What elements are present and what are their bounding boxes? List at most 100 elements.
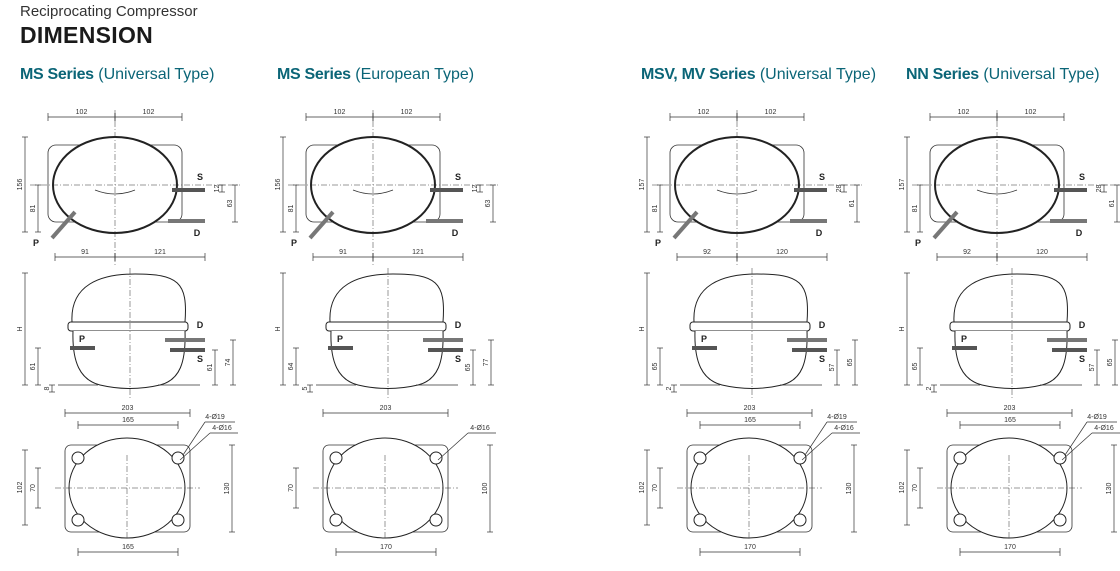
belt bbox=[689, 321, 811, 332]
mounting-hole bbox=[329, 513, 343, 527]
dimension-label: 61 bbox=[1109, 200, 1116, 208]
process-label: P bbox=[655, 238, 661, 248]
hole-callout: 4-Ø16 bbox=[834, 425, 854, 432]
hole-callout: 4-Ø19 bbox=[1087, 414, 1107, 421]
dimension-label: 157 bbox=[639, 179, 646, 191]
dimension-label: 70 bbox=[30, 484, 37, 492]
dimension-label: 91 bbox=[81, 249, 89, 256]
dimension-label: 203 bbox=[1004, 405, 1016, 412]
panel-title-nn: NN Series (Universal Type) bbox=[906, 66, 1100, 84]
leader-line bbox=[1064, 421, 1088, 456]
dimension-label: 61 bbox=[849, 200, 856, 208]
mounting-hole bbox=[171, 451, 185, 465]
dimension-label: 102 bbox=[76, 109, 88, 116]
discharge-label: D bbox=[194, 228, 201, 238]
dimension-label: 165 bbox=[744, 417, 756, 424]
dimension-label: H bbox=[639, 326, 646, 331]
process-pipe bbox=[50, 210, 77, 240]
mounting-hole bbox=[1053, 513, 1067, 527]
dimension-label: 61 bbox=[30, 363, 37, 371]
mounting-hole bbox=[793, 451, 807, 465]
dimension-label: 70 bbox=[288, 484, 295, 492]
process-pipe bbox=[932, 210, 959, 240]
process-label: P bbox=[915, 238, 921, 248]
mounting-hole bbox=[429, 451, 443, 465]
lower-body bbox=[694, 330, 808, 389]
dimension-label: 65 bbox=[465, 364, 472, 372]
dimension-label: 65 bbox=[847, 359, 854, 367]
dimension-label: 63 bbox=[485, 200, 492, 208]
series-name: MS Series bbox=[277, 66, 351, 83]
shell-detail bbox=[976, 189, 1018, 195]
shell-detail bbox=[352, 189, 394, 195]
suction-label: S bbox=[455, 354, 461, 364]
series-name: NN Series bbox=[906, 66, 979, 83]
series-type: (Universal Type) bbox=[755, 66, 877, 83]
dimension-label: 170 bbox=[380, 544, 392, 551]
mounting-hole bbox=[793, 513, 807, 527]
dimension-label: 130 bbox=[224, 483, 231, 495]
dimension-label: 74 bbox=[225, 359, 232, 367]
dome bbox=[329, 273, 444, 323]
dimension-label: 102 bbox=[698, 109, 710, 116]
dimension-label: 120 bbox=[1036, 249, 1048, 256]
process-label: P bbox=[337, 334, 343, 344]
dimension-label: 156 bbox=[17, 179, 24, 191]
discharge-label: D bbox=[816, 228, 823, 238]
dimension-label: 102 bbox=[1025, 109, 1037, 116]
panel-title-msv-mv: MSV, MV Series (Universal Type) bbox=[641, 66, 876, 84]
dimension-label: 170 bbox=[744, 544, 756, 551]
dimension-label: 130 bbox=[1106, 483, 1113, 495]
mounting-hole bbox=[329, 451, 343, 465]
leader-line bbox=[437, 432, 469, 461]
dimension-label: 165 bbox=[122, 417, 134, 424]
mounting-hole bbox=[693, 451, 707, 465]
dimension-label: 64 bbox=[288, 363, 295, 371]
mounting-hole bbox=[171, 513, 185, 527]
series-name: MSV, MV Series bbox=[641, 66, 756, 83]
dimension-label: 102 bbox=[958, 109, 970, 116]
dimension-label: 5 bbox=[302, 386, 309, 390]
dimension-label: 81 bbox=[652, 205, 659, 213]
series-type: (European Type) bbox=[350, 66, 475, 83]
dimension-label: 157 bbox=[899, 179, 906, 191]
belt bbox=[325, 321, 447, 332]
dimension-label: 12 bbox=[214, 185, 221, 193]
process-pipe bbox=[308, 210, 335, 240]
dimension-label: 130 bbox=[846, 483, 853, 495]
dimension-label: 8 bbox=[44, 386, 51, 390]
discharge-label: D bbox=[197, 320, 204, 330]
discharge-label: D bbox=[455, 320, 462, 330]
dome bbox=[71, 273, 186, 323]
lower-body bbox=[72, 330, 186, 389]
mounting-hole bbox=[1053, 451, 1067, 465]
leader-line bbox=[182, 421, 206, 456]
mounting-hole bbox=[71, 513, 85, 527]
process-label: P bbox=[701, 334, 707, 344]
series-type: (Universal Type) bbox=[93, 66, 215, 83]
dimension-label: H bbox=[899, 326, 906, 331]
dimension-label: 102 bbox=[17, 482, 24, 494]
dimension-label: 65 bbox=[1107, 359, 1114, 367]
dimension-label: 12 bbox=[472, 185, 479, 193]
dimension-label: 61 bbox=[207, 364, 214, 372]
hole-callout: 4-Ø19 bbox=[205, 414, 225, 421]
dimension-label: 102 bbox=[401, 109, 413, 116]
dimension-label: 2 bbox=[666, 386, 673, 390]
belt bbox=[949, 321, 1071, 332]
dome bbox=[693, 273, 808, 323]
dimension-label: 100 bbox=[482, 483, 489, 495]
suction-label: S bbox=[819, 354, 825, 364]
series-type: (Universal Type) bbox=[978, 66, 1100, 83]
dimension-label: 70 bbox=[912, 484, 919, 492]
process-label: P bbox=[33, 238, 39, 248]
shell-detail bbox=[94, 189, 136, 195]
